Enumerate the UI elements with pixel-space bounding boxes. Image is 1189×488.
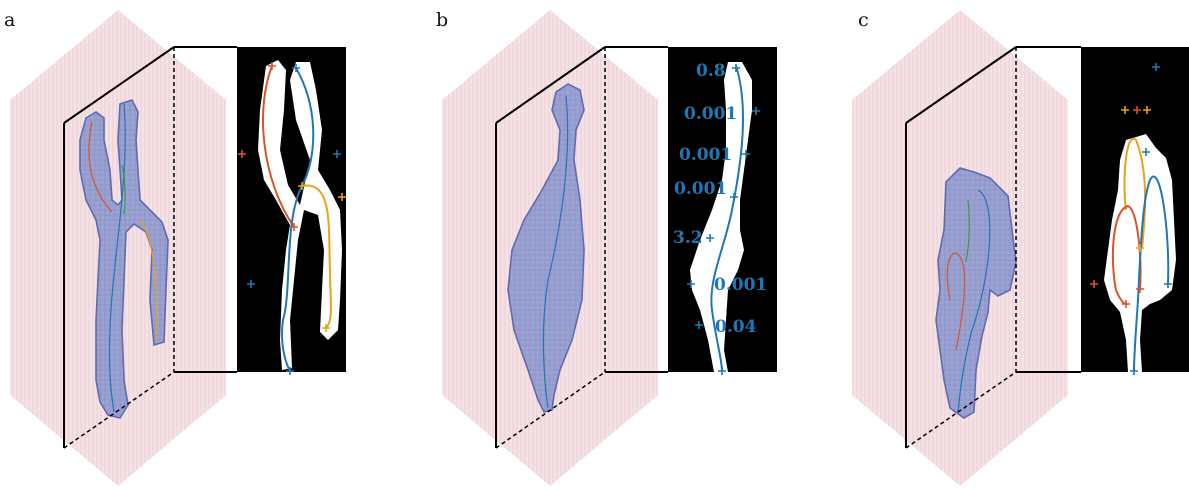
centerline-blue — [280, 67, 315, 372]
centerline-orange — [1123, 137, 1147, 249]
slice-plane-edge — [63, 46, 175, 124]
centerline-blue — [710, 65, 744, 372]
slice-plane-edge-hidden — [63, 371, 175, 449]
weight-label: 0.001 — [679, 145, 732, 165]
thin-curve-green — [965, 199, 970, 263]
panel-letter-b: b — [436, 9, 448, 31]
segmented-structure-3d — [935, 167, 1017, 419]
thin-curve-blue — [108, 103, 126, 413]
keypoint-markers — [687, 64, 760, 375]
keypoint-markers — [238, 62, 346, 375]
weight-label: 0.001 — [684, 104, 737, 124]
thin-curve-orange — [139, 219, 158, 341]
centerline-red — [1111, 204, 1142, 305]
panel-c: c — [852, 9, 1189, 486]
weight-label: 0.001 — [674, 179, 727, 199]
edge-weight-labels: 0.8 0.001 0.001 0.001 3.2 0.001 0.04 — [673, 61, 767, 337]
centerline-blue — [1133, 175, 1170, 372]
weight-label: 0.8 — [696, 61, 726, 81]
thin-curve-blue — [542, 95, 569, 409]
segmented-structure-3d — [507, 83, 585, 413]
weight-label: 0.04 — [715, 317, 757, 337]
panel-letter-c: c — [858, 9, 869, 31]
centerline-red — [262, 65, 295, 228]
weight-label: 0.001 — [714, 275, 767, 295]
mask-shape — [690, 62, 752, 372]
thin-curve-red — [946, 252, 966, 351]
panel-a: a — [4, 9, 346, 486]
thin-curve-red — [88, 121, 113, 213]
keypoint-markers — [1090, 63, 1172, 375]
weight-label: 3.2 — [673, 228, 703, 248]
slice-plane-edge — [495, 46, 606, 124]
slice-plane-edge-hidden — [495, 371, 606, 449]
mask-shape — [258, 60, 342, 370]
centerline-orange — [301, 184, 332, 329]
slice-plane-edge-hidden — [905, 371, 1017, 449]
panel-letter-a: a — [4, 9, 15, 31]
thin-curve-blue — [957, 189, 991, 413]
panel-b: b 0.8 0.001 0.001 0.001 3.2 — [436, 9, 777, 486]
slice-plane-edge — [905, 46, 1017, 124]
thin-curve-green — [121, 164, 126, 215]
